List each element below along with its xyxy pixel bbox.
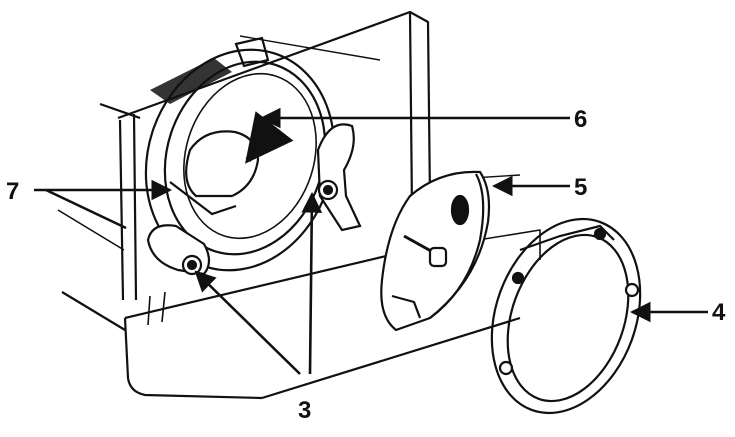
leader-3a xyxy=(194,270,301,375)
label-4: 4 xyxy=(712,299,726,326)
leader-lines xyxy=(34,107,708,375)
hook-part xyxy=(380,170,491,332)
label-7: 7 xyxy=(6,178,19,205)
label-5: 5 xyxy=(574,174,587,201)
leader-3b xyxy=(301,191,323,375)
hook-retaining-ring xyxy=(490,217,642,415)
label-3: 3 xyxy=(298,397,311,424)
retainer-clip-left xyxy=(146,224,211,276)
label-6: 6 xyxy=(574,106,587,133)
leader-7b xyxy=(45,188,127,230)
retainer-clip-right xyxy=(316,123,362,232)
